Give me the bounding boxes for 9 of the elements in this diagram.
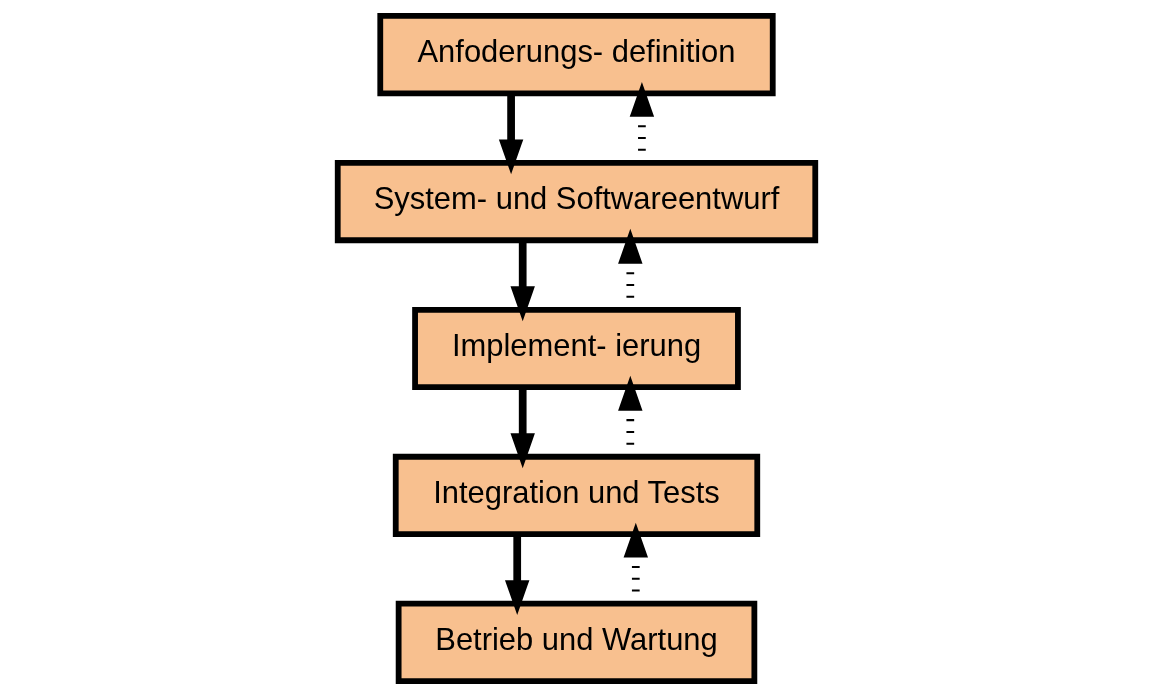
- arrow: [510, 387, 535, 469]
- arrow: [504, 534, 529, 616]
- node-box: Betrieb und Wartung: [395, 600, 757, 684]
- arrow: [498, 94, 523, 175]
- node-box: Integration und Tests: [392, 453, 760, 537]
- node-box: Implement- ierung: [411, 306, 741, 391]
- node-box: System- und Softwareentwurf: [334, 160, 818, 244]
- node-box: Anfoderungs- definition: [376, 13, 776, 97]
- arrow: [510, 240, 535, 322]
